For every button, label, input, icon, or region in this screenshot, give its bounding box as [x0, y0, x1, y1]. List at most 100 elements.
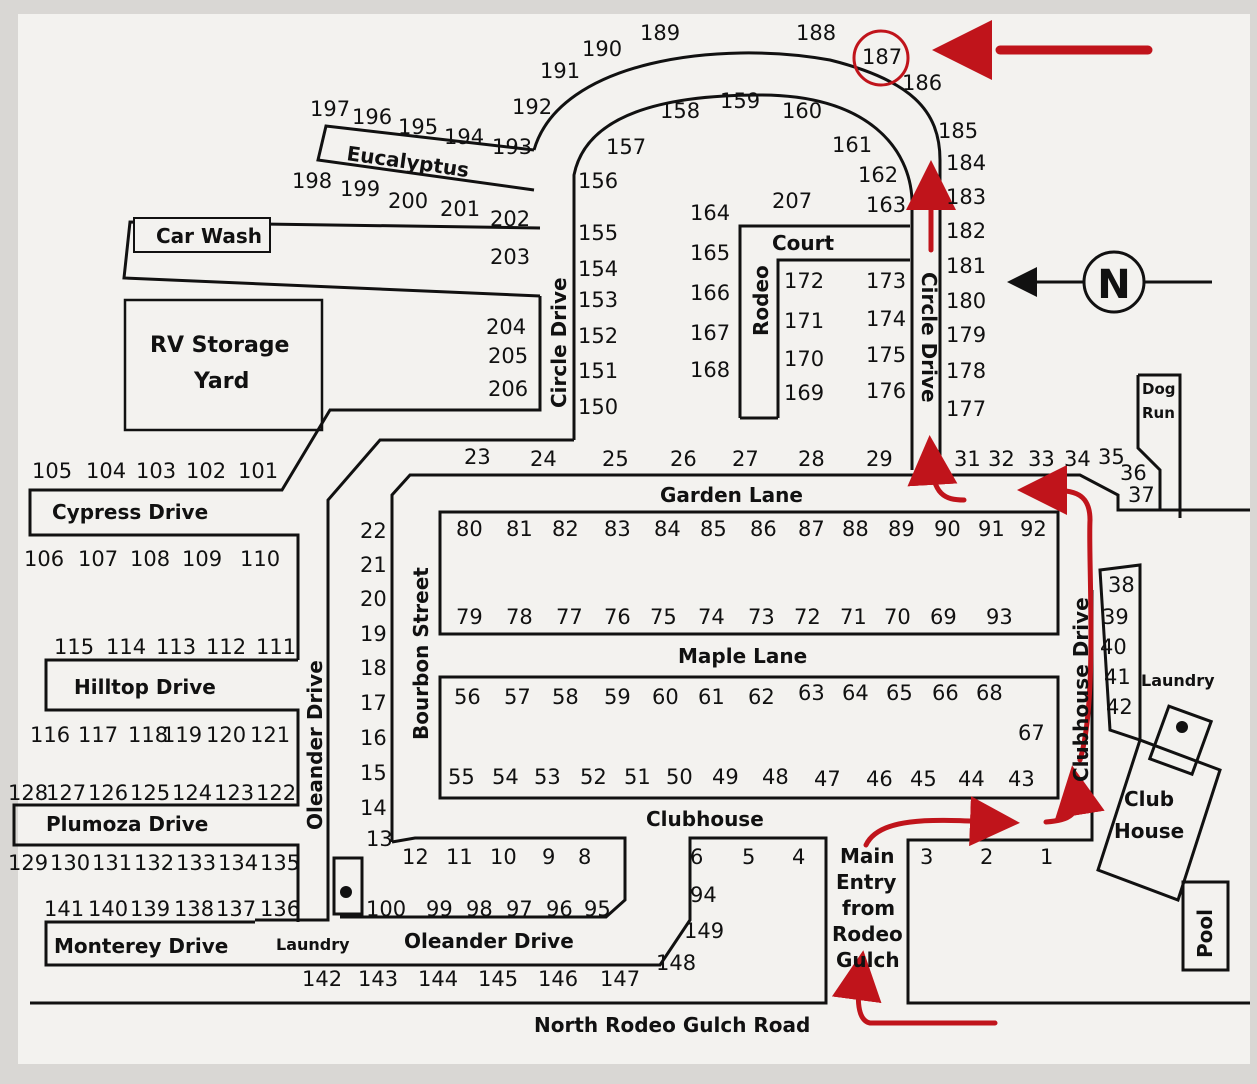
lot-24: 24: [530, 447, 557, 471]
oleander-inner: [340, 836, 627, 919]
lot-13: 13: [366, 827, 393, 851]
north-compass: N: [1007, 250, 1212, 314]
lot-168: 168: [690, 358, 730, 382]
lot-3: 3: [920, 845, 933, 869]
lot-18: 18: [360, 656, 387, 680]
monterey-outline: [30, 836, 828, 1005]
lot-42: 42: [1106, 695, 1133, 719]
lot-60: 60: [652, 685, 679, 709]
hilltop-outline: [12, 658, 300, 922]
route-to-clubhouse: [863, 796, 1020, 848]
lot-164: 164: [690, 201, 730, 225]
north-letter: N: [1097, 262, 1130, 308]
lot-125: 125: [130, 781, 170, 805]
lot-65: 65: [886, 681, 913, 705]
lot-68: 68: [976, 681, 1003, 705]
lot-163: 163: [866, 193, 906, 217]
west-connector: [28, 296, 542, 660]
lot-185: 185: [938, 119, 978, 143]
lot-61: 61: [698, 685, 725, 709]
lot-34: 34: [1064, 447, 1091, 471]
lot-115: 115: [54, 635, 94, 659]
lot-162: 162: [858, 163, 898, 187]
circle-drive-left-label: Circle Drive: [547, 277, 571, 408]
directions-route: [831, 20, 1153, 1026]
lot-120: 120: [206, 723, 246, 747]
lot-194: 194: [444, 125, 484, 149]
lot-202: 202: [490, 207, 530, 231]
lot-77: 77: [556, 605, 583, 629]
lot-191: 191: [540, 59, 580, 83]
car-wash-road: [122, 220, 541, 298]
lot-40: 40: [1100, 635, 1127, 659]
route-clubhouse-drive: [1017, 465, 1094, 763]
lot-35: 35: [1098, 445, 1125, 469]
main-entry-label-5: Gulch: [836, 948, 900, 972]
pool-box: [1181, 880, 1230, 972]
lot-155: 155: [578, 221, 618, 245]
lot-140: 140: [88, 897, 128, 921]
maple-clubhouse-block: [438, 675, 1060, 800]
lot-75: 75: [650, 605, 677, 629]
lot-183: 183: [946, 185, 986, 209]
lot-169: 169: [784, 381, 824, 405]
lot-112: 112: [206, 635, 246, 659]
lot-156: 156: [578, 169, 618, 193]
lot-108: 108: [130, 547, 170, 571]
street-labels: Eucalyptus Car Wash RV Storage Yard Circ…: [46, 141, 1217, 1037]
oleander-west-edge: [255, 438, 574, 922]
lot-85: 85: [700, 517, 727, 541]
club-house-label-2: House: [1114, 819, 1184, 843]
lot-139: 139: [130, 897, 170, 921]
lot-198: 198: [292, 169, 332, 193]
lot-55: 55: [448, 765, 475, 789]
hilltop-drive-label: Hilltop Drive: [74, 675, 216, 699]
garden-maple-block: [438, 510, 1060, 636]
lot-12: 12: [402, 845, 429, 869]
clubhouse-road-label: Clubhouse: [646, 807, 764, 831]
lot-50: 50: [666, 765, 693, 789]
lot-31: 31: [954, 447, 981, 471]
lot-52: 52: [580, 765, 607, 789]
lot-73: 73: [748, 605, 775, 629]
lot-181: 181: [946, 254, 986, 278]
lot-87: 87: [798, 517, 825, 541]
left-laundry-dot: [340, 886, 352, 898]
lot-193: 193: [492, 135, 532, 159]
oleander-drive-vertical-label: Oleander Drive: [303, 660, 327, 830]
lot-180: 180: [946, 289, 986, 313]
lot-129: 129: [8, 851, 48, 875]
lot-59: 59: [604, 685, 631, 709]
lot-182: 182: [946, 219, 986, 243]
lot-178: 178: [946, 359, 986, 383]
lot-100: 100: [366, 897, 406, 921]
bourbon-block: [390, 473, 1250, 842]
lot-45: 45: [910, 767, 937, 791]
lot-19: 19: [360, 622, 387, 646]
lot-94: 94: [690, 883, 717, 907]
car-wash-box: [133, 217, 271, 253]
lot-175: 175: [866, 343, 906, 367]
lot-200: 200: [388, 189, 428, 213]
lot-97: 97: [506, 897, 533, 921]
lot-111: 111: [256, 635, 296, 659]
lot-144: 144: [418, 967, 458, 991]
lot-205: 205: [488, 344, 528, 368]
lot-152: 152: [578, 324, 618, 348]
lot-44: 44: [958, 767, 985, 791]
lot-192: 192: [512, 95, 552, 119]
lot-64: 64: [842, 681, 869, 705]
lot-9: 9: [542, 845, 555, 869]
rv-storage-label-1: RV Storage: [150, 333, 289, 358]
lot-107: 107: [78, 547, 118, 571]
lot-105: 105: [32, 459, 72, 483]
lot-146: 146: [538, 967, 578, 991]
lot-118: 118: [128, 723, 168, 747]
court-label: Court: [772, 231, 835, 255]
lot-130: 130: [50, 851, 90, 875]
lot-195: 195: [398, 115, 438, 139]
lot-99: 99: [426, 897, 453, 921]
lot-149: 149: [684, 919, 724, 943]
lot-124: 124: [172, 781, 212, 805]
